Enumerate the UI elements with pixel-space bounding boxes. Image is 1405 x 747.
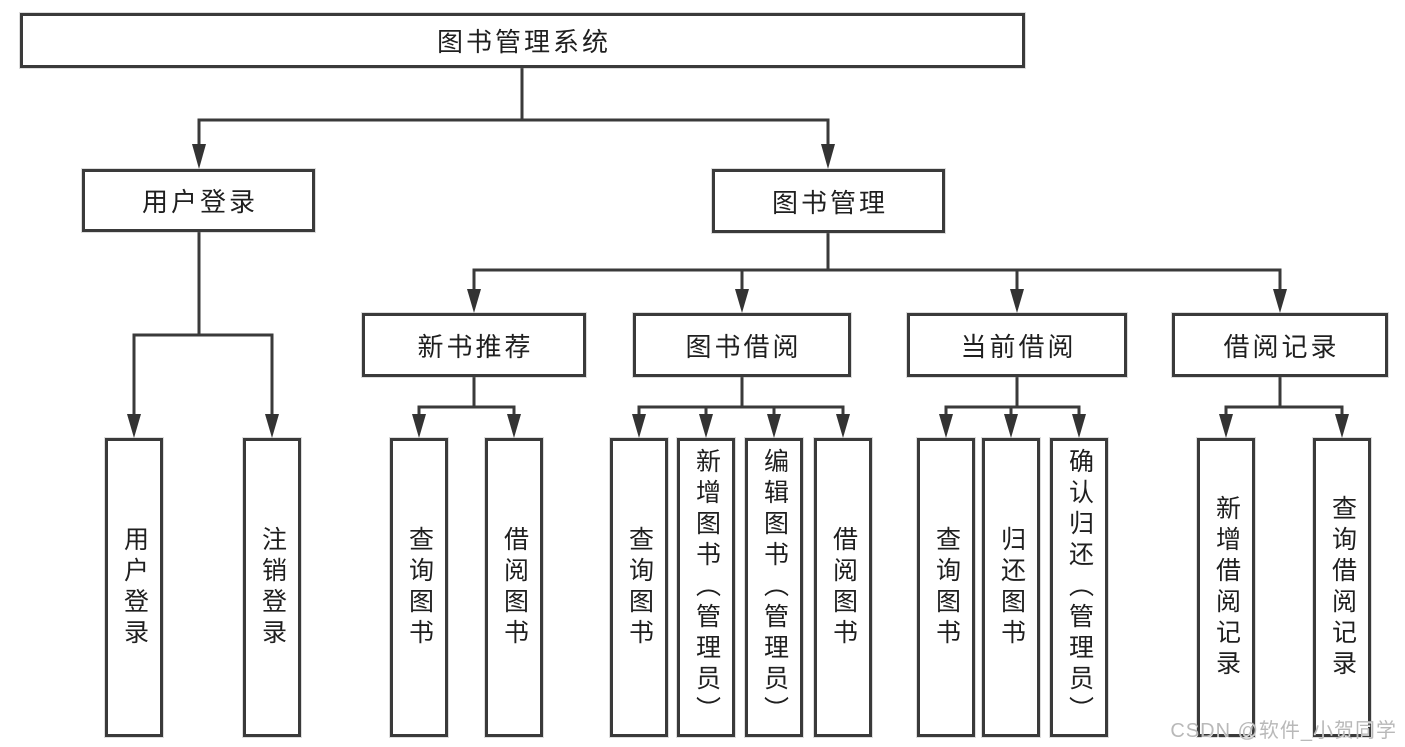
arrowhead: [1335, 414, 1349, 438]
connector-new-book: [417, 375, 516, 418]
arrowhead: [507, 414, 521, 438]
connector-book-mgmt: [472, 231, 1282, 293]
node-label: 新书推荐: [417, 331, 534, 362]
connector-book-borrow: [637, 375, 845, 418]
leaf-add-books-admin: 新增图书（管理员）: [677, 438, 735, 737]
leaf-label: 用户登录: [120, 525, 149, 650]
arrowhead: [1219, 414, 1233, 438]
leaf-borrow-books: 借阅图书: [814, 438, 872, 737]
leaf-return-books: 归还图书: [982, 438, 1040, 737]
leaf-label: 新增图书（管理员）: [692, 448, 721, 727]
node-book-management: 图书管理: [712, 169, 945, 233]
leaf-logout: 注销登录: [243, 438, 301, 737]
leaf-label: 编辑图书（管理员）: [760, 448, 789, 727]
leaf-label: 查询图书: [625, 525, 654, 650]
leaf-query-books: 查询图书: [610, 438, 668, 737]
arrowhead: [699, 414, 713, 438]
node-label: 当前借阅: [960, 331, 1077, 362]
leaf-edit-books-admin: 编辑图书（管理员）: [745, 438, 803, 737]
arrowhead: [939, 414, 953, 438]
arrowhead: [467, 289, 481, 313]
csdn-watermark: CSDN @软件_小贺同学: [1170, 720, 1397, 742]
arrowhead: [265, 414, 279, 438]
leaf-label: 查询图书: [932, 525, 961, 650]
arrowhead: [1010, 289, 1024, 313]
leaf-query-borrow-record: 查询借阅记录: [1313, 438, 1371, 737]
leaf-label: 归还图书: [997, 525, 1026, 650]
arrowhead: [127, 414, 141, 438]
leaf-label: 注销登录: [258, 525, 287, 650]
node-system-root: 图书管理系统: [20, 13, 1025, 68]
leaf-query-books: 查询图书: [917, 438, 975, 737]
node-label: 借阅记录: [1223, 331, 1340, 362]
leaf-user-login: 用户登录: [105, 438, 163, 737]
node-current-borrowing: 当前借阅: [907, 313, 1127, 377]
node-borrow-records: 借阅记录: [1172, 313, 1388, 377]
node-user-login: 用户登录: [82, 169, 315, 232]
node-label: 图书借阅: [685, 331, 802, 362]
connector-user-login: [132, 230, 274, 418]
leaf-label: 借阅图书: [500, 525, 529, 650]
arrowhead: [192, 144, 206, 169]
leaf-confirm-return-admin: 确认归还（管理员）: [1050, 438, 1108, 737]
leaf-label: 确认归还（管理员）: [1065, 448, 1094, 727]
arrowhead: [821, 144, 835, 169]
leaf-add-borrow-record: 新增借阅记录: [1197, 438, 1255, 737]
leaf-label: 查询借阅记录: [1328, 494, 1357, 681]
node-book-borrowing: 图书借阅: [633, 313, 851, 377]
arrowhead: [735, 289, 749, 313]
connector-current-borrow: [944, 375, 1081, 418]
arrowhead: [1273, 289, 1287, 313]
arrowhead: [632, 414, 646, 438]
leaf-label: 新增借阅记录: [1212, 494, 1241, 681]
connector-root: [197, 66, 830, 148]
arrowhead: [412, 414, 426, 438]
node-new-book-recommend: 新书推荐: [362, 313, 586, 377]
leaf-label: 借阅图书: [829, 525, 858, 650]
arrowhead: [767, 414, 781, 438]
arrowhead: [836, 414, 850, 438]
node-label: 用户登录: [141, 187, 258, 217]
leaf-borrow-books: 借阅图书: [485, 438, 543, 737]
leaf-query-books: 查询图书: [390, 438, 448, 737]
arrowhead: [1004, 414, 1018, 438]
node-label: 图书管理: [771, 187, 888, 218]
connector-borrow-record: [1224, 375, 1344, 418]
arrowhead: [1072, 414, 1086, 438]
leaf-label: 查询图书: [405, 525, 434, 650]
node-label: 图书管理系统: [436, 27, 611, 57]
